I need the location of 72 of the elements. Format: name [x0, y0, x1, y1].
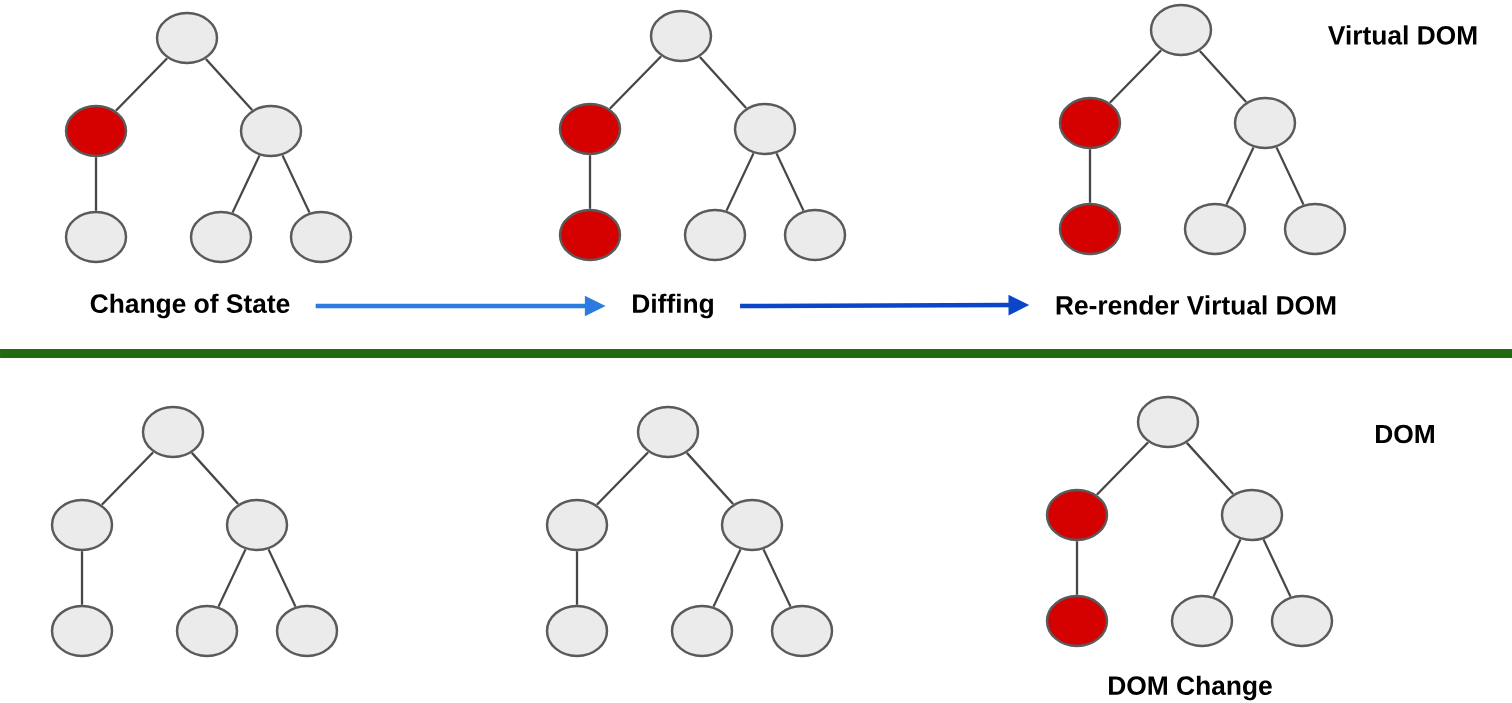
connector-line: [596, 451, 649, 506]
tree-node-circle: [239, 104, 303, 158]
connector-line: [762, 548, 792, 608]
tree-node-circle: [189, 210, 253, 264]
tree-node-circle: [733, 102, 797, 156]
connector-line: [281, 154, 311, 214]
tree-node-circle: [1058, 202, 1122, 256]
connector-line: [686, 452, 734, 505]
connector-line: [94, 157, 98, 211]
connector-line: [1109, 49, 1162, 104]
connector-line: [1199, 50, 1247, 103]
tree-node-circle: [50, 498, 114, 552]
tree-node-circle: [1045, 488, 1109, 542]
tree-node-circle: [155, 11, 219, 65]
tree-node-circle: [225, 498, 289, 552]
tree-node-circle: [64, 210, 128, 264]
connector-line: [267, 548, 297, 608]
connector-line: [205, 58, 253, 111]
connector-line: [115, 57, 168, 112]
connector-line: [191, 452, 239, 505]
tree-node-circle: [558, 208, 622, 262]
connector-line: [1275, 146, 1305, 206]
connector-line: [1075, 541, 1079, 595]
tree-node-circle: [1270, 594, 1334, 648]
tree-node-circle: [683, 208, 747, 262]
connector-line: [609, 55, 662, 110]
tree-node-circle: [141, 405, 205, 459]
label-heading: Virtual DOM: [1328, 25, 1477, 45]
tree-node-circle: [1170, 594, 1234, 648]
tree-node-circle: [64, 104, 128, 158]
connector-line: [1225, 146, 1255, 206]
tree-node-circle: [1183, 202, 1247, 256]
tree-node-circle: [770, 604, 834, 658]
tree-node-circle: [1136, 395, 1200, 449]
connector-line: [575, 551, 579, 605]
connector-line: [775, 152, 805, 212]
connector-line: [101, 451, 154, 506]
step-label: Re-render Virtual DOM: [1056, 295, 1336, 315]
connector-line: [217, 548, 247, 608]
label-heading: DOM Change: [1109, 675, 1272, 701]
connector-line: [699, 56, 747, 109]
connector-line: [1186, 442, 1234, 495]
connector-line: [588, 155, 592, 209]
tree-node-circle: [289, 210, 353, 264]
tree-node-circle: [275, 604, 339, 658]
connector-line: [712, 548, 742, 608]
tree-node-circle: [1220, 488, 1284, 542]
tree-node-circle: [670, 604, 734, 658]
step-label: Diffing: [633, 293, 713, 319]
tree-node-circle: [636, 405, 700, 459]
tree-node-circle: [720, 498, 784, 552]
connector-line: [725, 152, 755, 212]
connector-line: [1088, 149, 1092, 203]
tree-node-circle: [1233, 96, 1297, 150]
connector-line: [1096, 441, 1149, 496]
tree-node-circle: [1283, 202, 1347, 256]
tree-node-circle: [1149, 3, 1213, 57]
step-label: Change of State: [90, 293, 290, 319]
tree-node-circle: [783, 208, 847, 262]
label-heading: DOM: [1376, 424, 1434, 444]
connector-line: [231, 154, 261, 214]
tree-node-circle: [50, 604, 114, 658]
tree-node-circle: [1058, 96, 1122, 150]
connector-line: [1212, 538, 1242, 598]
tree-node-circle: [558, 102, 622, 156]
tree-node-circle: [175, 604, 239, 658]
tree-node-circle: [545, 604, 609, 658]
tree-node-circle: [545, 498, 609, 552]
tree-node-circle: [1045, 594, 1109, 648]
connector-line: [1262, 538, 1292, 598]
tree-node-circle: [649, 9, 713, 63]
connector-line: [80, 551, 84, 605]
